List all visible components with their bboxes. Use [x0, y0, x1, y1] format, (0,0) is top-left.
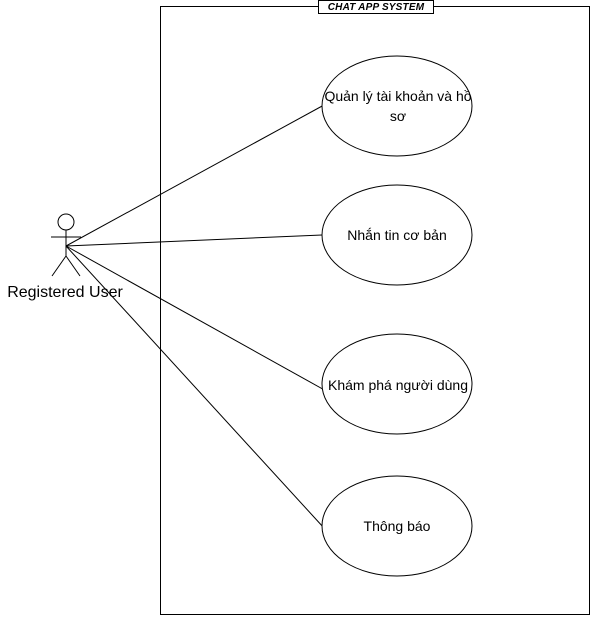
system-title: CHAT APP SYSTEM [318, 0, 434, 14]
actor-head [57, 213, 75, 231]
actor-leg-left [51, 255, 67, 277]
use-case-messaging-label: Nhắn tin cơ bản [347, 227, 447, 243]
actor-figure[interactable] [51, 213, 81, 277]
association-account [65, 104, 325, 247]
actor-label: Registered User [7, 284, 123, 301]
use-case-messaging-ellipse[interactable] [321, 184, 473, 286]
actor-leg-right [65, 255, 81, 277]
use-case-discover-label: Khám phá người dùng [328, 377, 468, 393]
use-case-discover-ellipse[interactable] [321, 333, 473, 435]
association-discover [65, 245, 329, 393]
association-messaging [65, 234, 323, 247]
use-case-notification-ellipse[interactable] [321, 475, 473, 577]
use-case-account-label: Quản lý tài khoản và hồ sơ [324, 88, 472, 124]
association-notification [65, 245, 325, 529]
use-case-notification-label: Thông báo [363, 518, 431, 534]
use-case-account-ellipse[interactable] [321, 55, 473, 157]
